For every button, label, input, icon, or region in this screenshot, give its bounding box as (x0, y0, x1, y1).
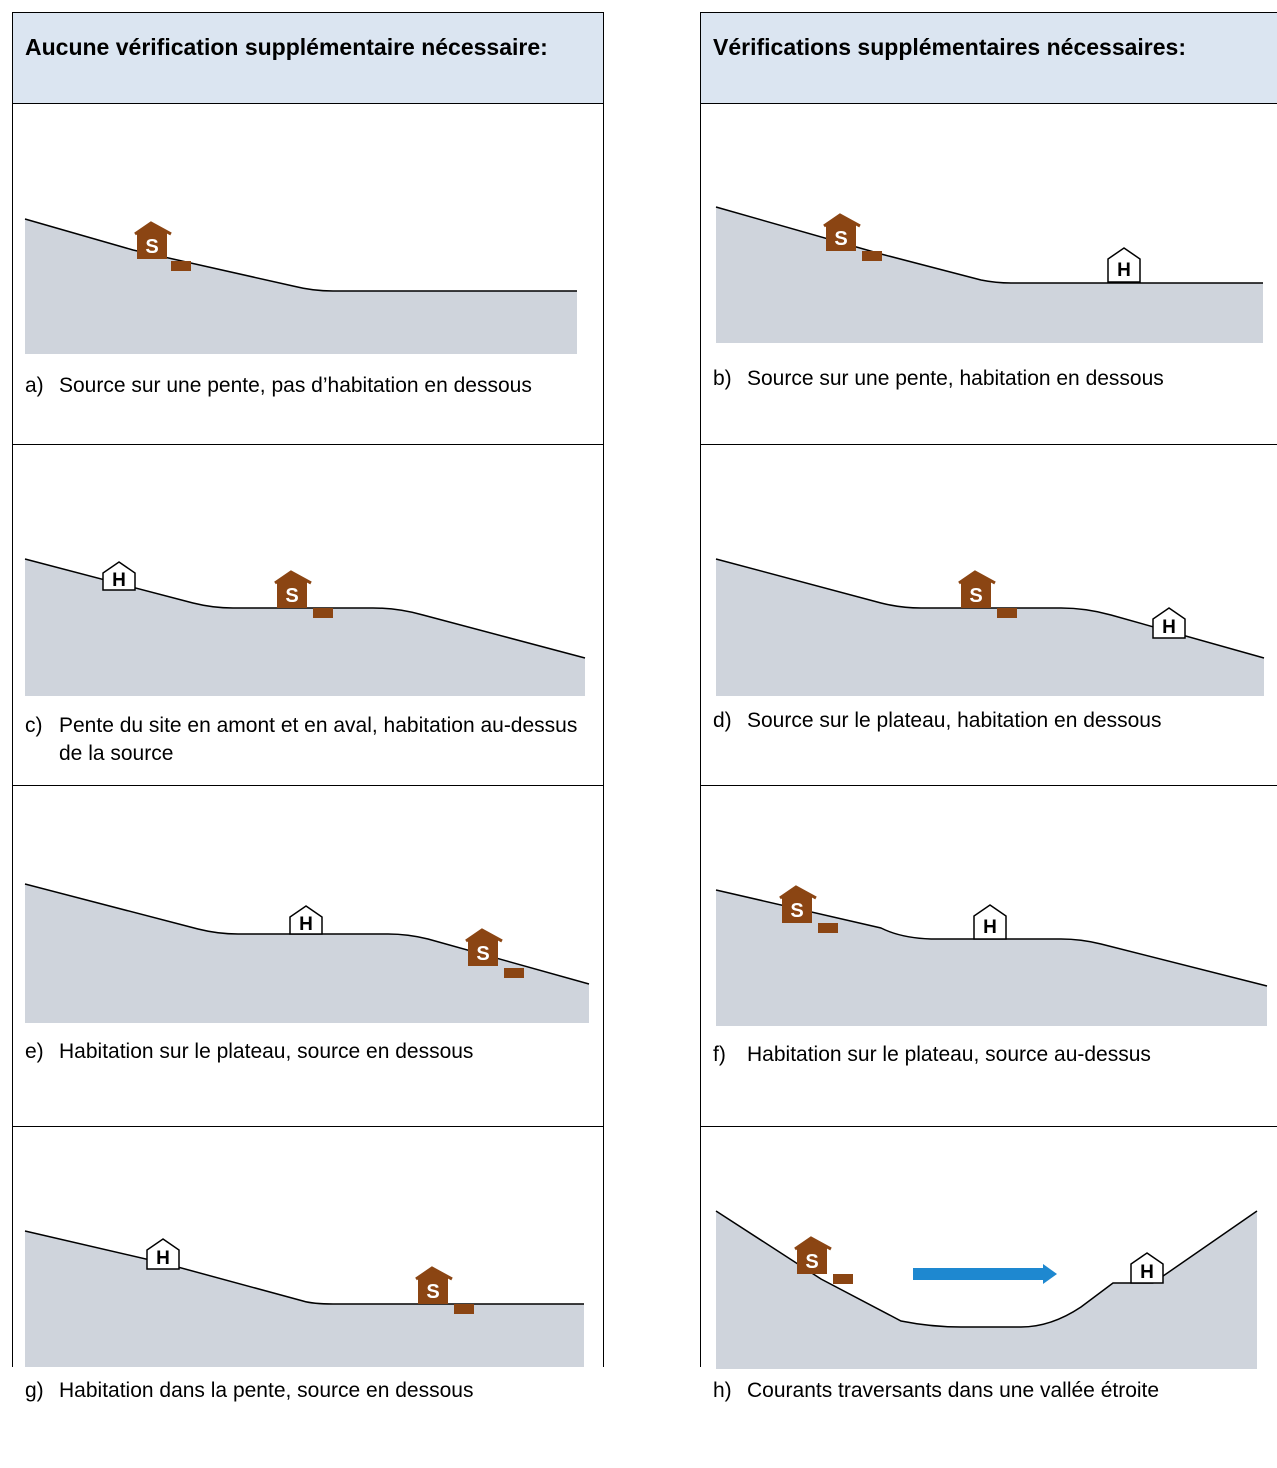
source-icon: S (794, 1236, 853, 1284)
ground (25, 1231, 584, 1367)
source-icon: S (465, 928, 524, 978)
ground-line (715, 1210, 1258, 1328)
habitation-icon: H (102, 561, 136, 591)
terrain-diagram-g: H S (24, 1230, 584, 1367)
ground-line (24, 1230, 584, 1305)
svg-text:S: S (145, 236, 158, 258)
svg-text:H: H (299, 914, 313, 935)
svg-text:S: S (476, 943, 489, 965)
source-icon: S (958, 570, 1017, 618)
svg-text:S: S (790, 900, 803, 922)
ground (25, 884, 589, 1023)
terrain-diagram-d: S H (715, 558, 1265, 696)
svg-text:H: H (1140, 1262, 1154, 1283)
caption-g: g) Habitation dans la pente, source en d… (25, 1379, 474, 1402)
svg-text:S: S (426, 1281, 439, 1303)
caption-d: d) Source sur le plateau, habitation en … (713, 709, 1162, 732)
habitation-icon: H (1130, 1252, 1164, 1284)
panel-g: H S g) Habitation dans la pente, source … (13, 1127, 603, 1468)
habitation-icon: H (1152, 607, 1186, 639)
column-no-check: Aucune vérification supplémentaire néces… (12, 12, 604, 1402)
svg-text:H: H (983, 917, 997, 938)
caption-e: e) Habitation sur le plateau, source en … (25, 1040, 474, 1063)
column-header: Vérifications supplémentaires nécessaire… (701, 13, 1277, 104)
ground (25, 219, 577, 354)
source-icon: S (779, 885, 838, 933)
panel-e: H S e) Habitation sur le plateau, source… (13, 786, 603, 1127)
svg-text:S: S (834, 228, 847, 250)
svg-text:H: H (1162, 617, 1176, 638)
ground (716, 559, 1264, 696)
terrain-diagram-a: S (24, 218, 577, 354)
svg-text:H: H (156, 1248, 170, 1269)
svg-text:H: H (112, 570, 126, 591)
column-header: Aucune vérification supplémentaire néces… (13, 13, 603, 104)
terrain-diagram-b: S H (715, 206, 1263, 343)
terrain-diagram-c: H S (24, 558, 586, 696)
habitation-icon: H (146, 1238, 180, 1270)
habitation-icon: H (973, 904, 1007, 940)
source-icon: S (134, 221, 191, 271)
source-icon: S (415, 1266, 474, 1314)
terrain-diagram-e: H S (24, 883, 590, 1023)
panel-b: S H b) Source sur une pente, habitation … (701, 104, 1277, 445)
panel-h: S H h) Courants traversants dans une val… (701, 1127, 1277, 1468)
habitation-icon: H (289, 905, 323, 935)
ground (25, 559, 585, 696)
caption-h: h) Courants traversants dans une vallée … (713, 1379, 1160, 1402)
ground (716, 1211, 1257, 1369)
column-check-needed: Vérifications supplémentaires nécessaire… (700, 12, 1277, 1402)
ground (716, 890, 1267, 1026)
panel-d: S H d) Source sur le plateau, habitation… (701, 445, 1277, 786)
ground (716, 207, 1263, 343)
terrain-diagram-f: S H (715, 885, 1268, 1026)
terrain-diagram-h: S H (715, 1210, 1258, 1369)
source-icon: S (274, 570, 333, 618)
svg-text:S: S (285, 585, 298, 607)
panel-c: H S c) Pente du site en amont et en aval… (13, 445, 603, 786)
ground-line (715, 206, 1263, 284)
caption-f: f) Habitation sur le plateau, source au-… (713, 1043, 1151, 1066)
svg-text:H: H (1117, 260, 1131, 281)
ground-line (24, 218, 577, 292)
svg-text:S: S (805, 1251, 818, 1273)
panel-f: S H f) Habitation sur le plateau, source… (701, 786, 1277, 1127)
caption-a: a) Source sur une pente, pas d’habitatio… (25, 374, 532, 397)
habitation-icon: H (1107, 247, 1141, 283)
caption-b: b) Source sur une pente, habitation en d… (713, 367, 1164, 390)
panel-a: S a) Source sur une pente, pas d’habitat… (13, 104, 603, 445)
caption-c: c) Pente du site en amont et en aval, ha… (25, 714, 578, 765)
arrow-icon (913, 1264, 1057, 1284)
source-icon: S (823, 213, 882, 261)
svg-text:S: S (969, 585, 982, 607)
